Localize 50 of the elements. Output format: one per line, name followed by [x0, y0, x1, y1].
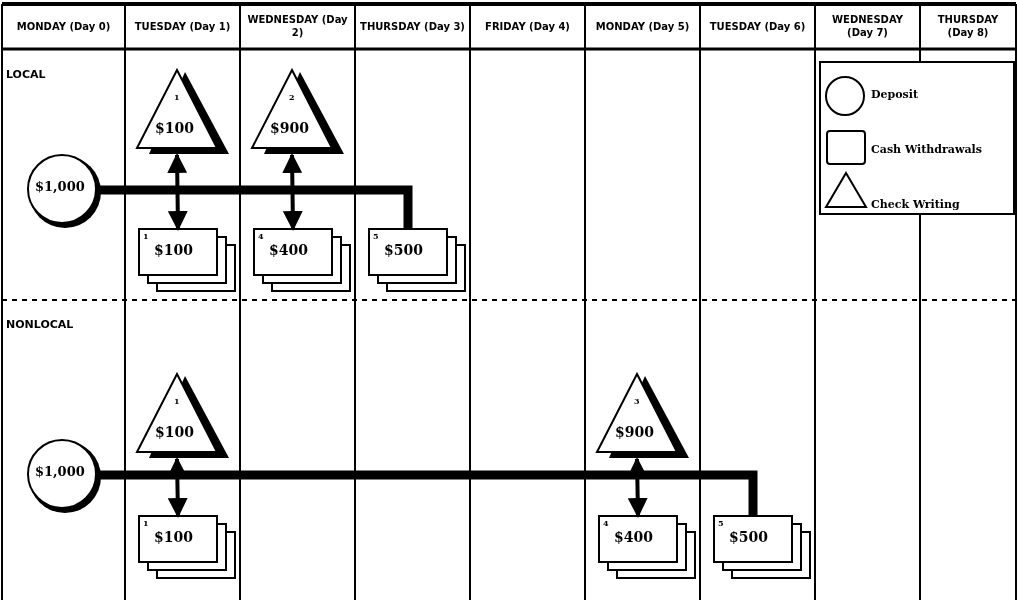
withdrawal-stack [138, 515, 236, 579]
step-number: 4 [258, 231, 264, 241]
amount: $400 [614, 529, 653, 545]
amount: $100 [155, 424, 194, 440]
withdrawal-stack [368, 228, 466, 292]
amount: $100 [154, 529, 193, 545]
amount: $1,000 [35, 179, 85, 194]
column-header: WEDNESDAY (Day 2) [246, 13, 349, 40]
double-arrow [627, 457, 648, 518]
amount: $1,000 [35, 464, 85, 479]
deposit-circle [25, 437, 103, 515]
amount: $900 [615, 424, 654, 440]
amount: $900 [270, 120, 309, 136]
column-header: TUESDAY (Day 6) [708, 19, 807, 34]
withdrawal-stack [253, 228, 351, 292]
balance-line [99, 470, 758, 516]
amount: $100 [155, 120, 194, 136]
double-arrow [167, 153, 188, 231]
column-header: TUESDAY (Day 1) [133, 19, 232, 34]
legend-text: Deposit [871, 88, 919, 101]
withdrawal-stack [598, 515, 696, 579]
balance-line [99, 185, 413, 229]
step-number: 1 [174, 92, 180, 102]
row-label: LOCAL [6, 68, 46, 81]
row-label: NONLOCAL [6, 318, 74, 331]
column-header: WEDNESDAY (Day 7) [831, 13, 904, 40]
legend-text: Cash Withdrawals [871, 143, 982, 156]
step-number: 3 [634, 396, 640, 406]
step-number: 5 [373, 231, 379, 241]
deposit-circle [25, 152, 103, 230]
step-number: 5 [718, 518, 724, 528]
column-header: MONDAY (Day 5) [594, 19, 691, 34]
column-header: THURSDAY (Day 8) [936, 13, 1000, 40]
step-number: 1 [143, 231, 149, 241]
column-header: MONDAY (Day 0) [15, 19, 112, 34]
legend-text: Check Writing [871, 198, 960, 211]
column-header: FRIDAY (Day 4) [484, 19, 571, 34]
step-number: 1 [143, 518, 149, 528]
column-header: THURSDAY (Day 3) [359, 19, 466, 34]
amount: $500 [384, 242, 423, 258]
amount: $400 [269, 242, 308, 258]
step-number: 2 [289, 92, 295, 102]
double-arrow [167, 457, 188, 518]
withdrawal-stack [138, 228, 236, 292]
amount: $500 [729, 529, 768, 545]
amount: $100 [154, 242, 193, 258]
step-number: 4 [603, 518, 609, 528]
double-arrow [282, 153, 303, 231]
step-number: 1 [174, 396, 180, 406]
withdrawal-stack [713, 515, 811, 579]
